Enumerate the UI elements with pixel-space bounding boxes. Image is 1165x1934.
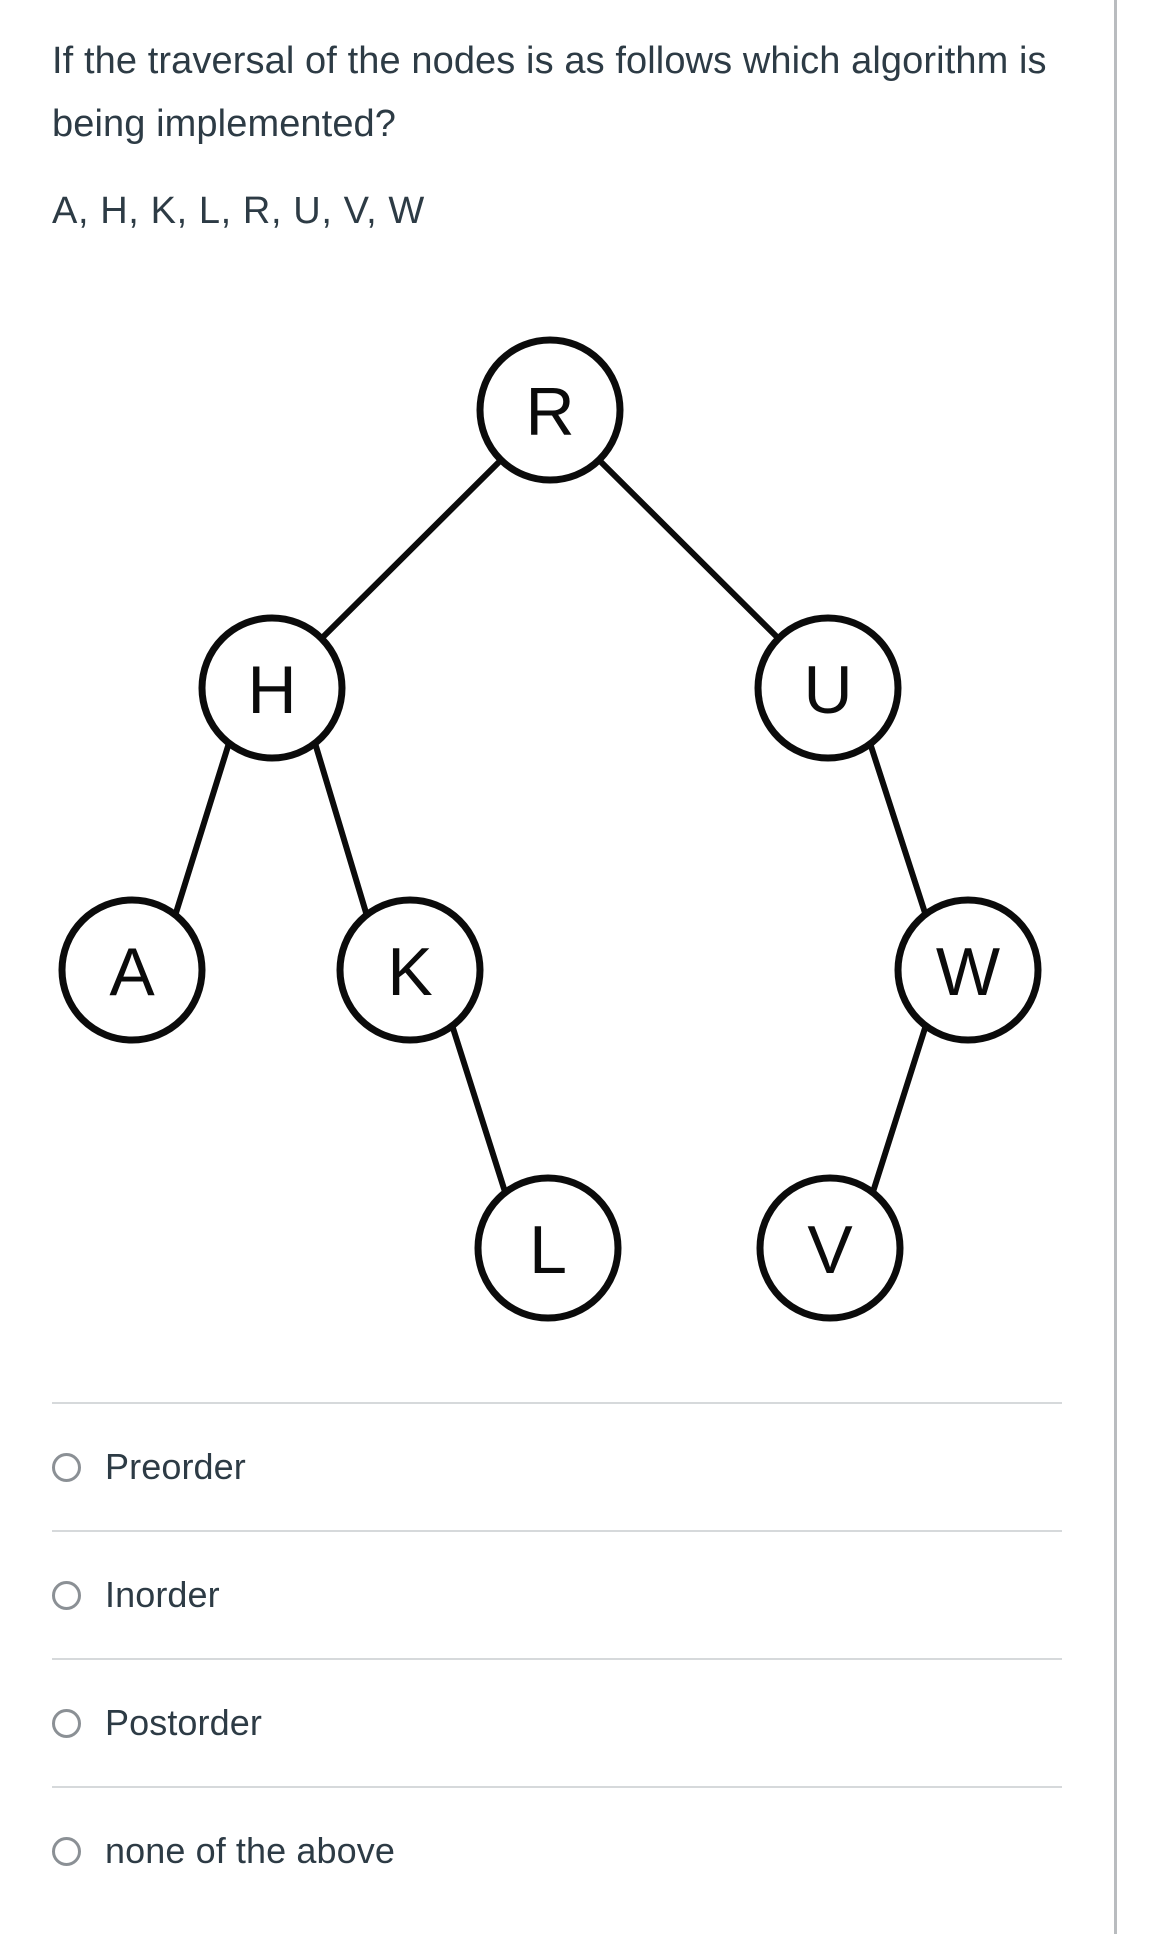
vertical-scrollbar-track[interactable]: [1114, 0, 1117, 1934]
tree-node-l-circle: [474, 1174, 622, 1322]
edge-w-v: [869, 1022, 929, 1198]
tree-node-r-circle: [476, 336, 624, 484]
answer-option-label: none of the above: [105, 1830, 395, 1872]
binary-tree-svg: R H U A K W L V: [58, 336, 1042, 1322]
tree-node-u: U: [754, 614, 902, 762]
answer-option-inorder[interactable]: Inorder: [52, 1530, 1062, 1658]
tree-node-a-label: A: [109, 934, 155, 1010]
edge-u-w: [867, 740, 929, 919]
radio-button-icon[interactable]: [52, 1836, 81, 1866]
answer-option-label: Postorder: [105, 1702, 262, 1744]
traversal-sequence: A, H, K, L, R, U, V, W: [52, 190, 425, 233]
radio-button-icon[interactable]: [52, 1452, 81, 1482]
tree-node-a: A: [58, 896, 206, 1044]
edge-r-u: [596, 457, 782, 642]
answer-option-none-of-the-above[interactable]: none of the above: [52, 1786, 1062, 1914]
tree-node-w: W: [894, 896, 1042, 1044]
binary-tree-diagram: R H U A K W L V: [0, 255, 1114, 1345]
radio-button-icon[interactable]: [52, 1580, 81, 1610]
tree-node-w-label: W: [936, 934, 1000, 1010]
tree-node-u-circle: [754, 614, 902, 762]
edge-h-a: [172, 740, 232, 919]
answer-option-postorder[interactable]: Postorder: [52, 1658, 1062, 1786]
question-area: If the traversal of the nodes is as foll…: [0, 0, 1114, 239]
radio-button-icon[interactable]: [52, 1708, 81, 1738]
tree-node-k-label: K: [387, 934, 432, 1010]
tree-node-r-label: R: [525, 374, 574, 450]
tree-node-k: K: [336, 896, 484, 1044]
tree-node-h-label: H: [247, 652, 296, 728]
tree-node-r: R: [476, 336, 624, 484]
tree-node-h: H: [198, 614, 346, 762]
edge-k-l: [449, 1022, 509, 1198]
tree-node-v-label: V: [807, 1212, 853, 1288]
tree-node-v-circle: [756, 1174, 904, 1322]
answer-option-label: Preorder: [105, 1446, 246, 1488]
tree-node-l-label: L: [529, 1212, 567, 1288]
answer-options-list: Preorder Inorder Postorder none of the a…: [0, 1402, 1114, 1914]
tree-node-u-label: U: [803, 652, 852, 728]
tree-node-w-circle: [894, 896, 1042, 1044]
tree-node-k-circle: [336, 896, 484, 1044]
edge-h-k: [312, 740, 370, 919]
tree-node-v: V: [756, 1174, 904, 1322]
tree-node-l: L: [474, 1174, 622, 1322]
answer-option-preorder[interactable]: Preorder: [52, 1402, 1062, 1530]
tree-node-a-circle: [58, 896, 206, 1044]
edge-r-h: [318, 457, 504, 642]
answer-option-label: Inorder: [105, 1574, 220, 1616]
tree-node-h-circle: [198, 614, 346, 762]
question-stem: If the traversal of the nodes is as foll…: [52, 40, 1047, 145]
